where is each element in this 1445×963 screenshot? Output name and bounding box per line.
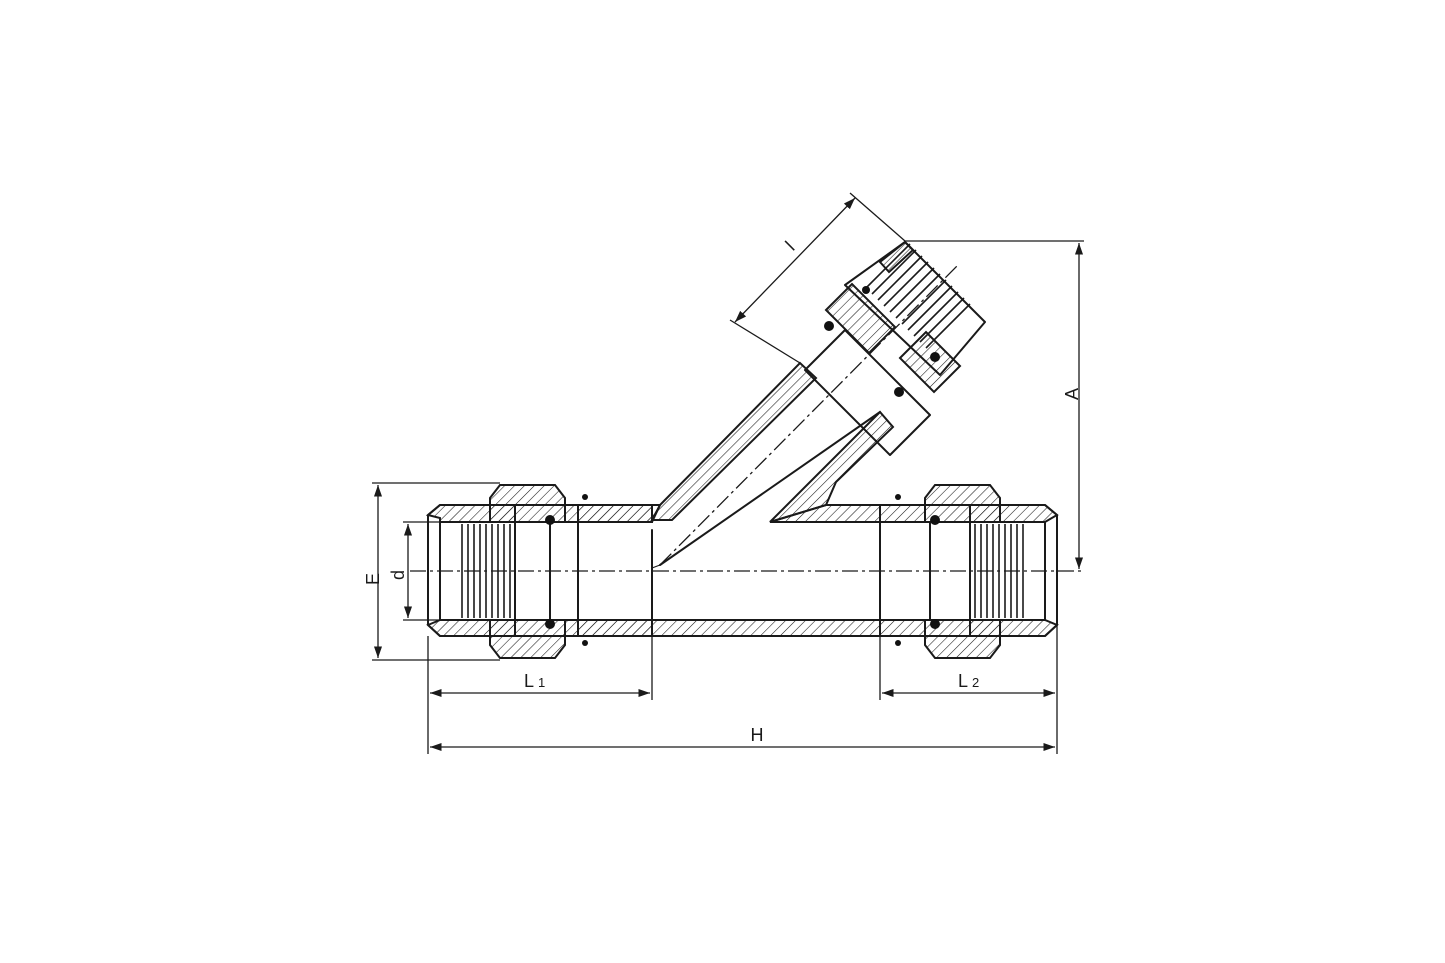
dimension-d: d — [388, 521, 440, 621]
label-E: E — [363, 573, 383, 585]
dimension-E: E — [363, 482, 500, 661]
dimension-H: H — [430, 725, 1055, 752]
label-H: H — [751, 725, 764, 745]
label-l: l — [782, 238, 799, 255]
branch-threads — [865, 243, 971, 349]
left-coupling — [425, 484, 653, 659]
label-d: d — [388, 570, 408, 580]
dimension-A: A — [905, 240, 1084, 569]
left-threads — [461, 524, 511, 618]
label-A: A — [1062, 388, 1082, 400]
